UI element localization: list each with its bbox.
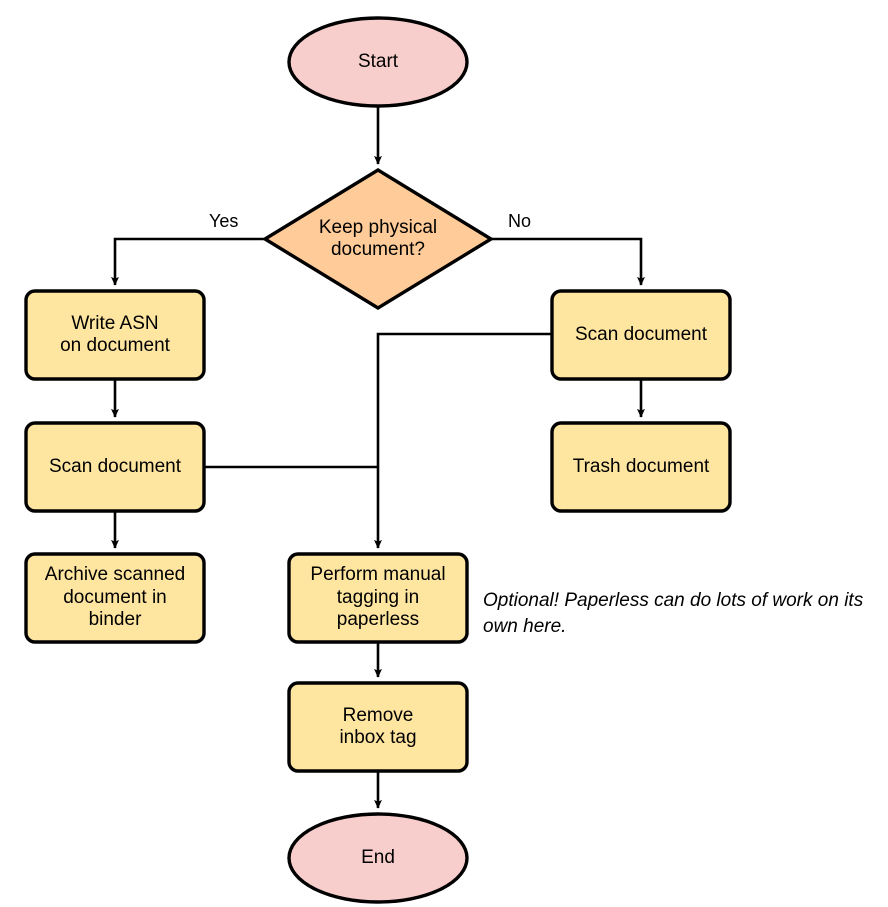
- optional-note: Optional! Paperless can do lots of work …: [483, 590, 864, 637]
- node-scan-document-right[interactable]: [550, 289, 732, 381]
- node-keep-physical-document[interactable]: [261, 168, 495, 310]
- node-write-asn[interactable]: [24, 289, 206, 381]
- edge-layer: [111, 106, 645, 809]
- edge-label-yes: Yes: [209, 211, 239, 231]
- edge-decision-to-write-asn: [111, 237, 265, 286]
- edge-decision-to-scan-right: [491, 237, 645, 286]
- edge-scan-right-to-tagging: [374, 332, 552, 549]
- node-trash-document[interactable]: [550, 421, 732, 513]
- node-layer: [24, 16, 732, 904]
- node-scan-document-left[interactable]: [24, 421, 206, 513]
- node-end[interactable]: [287, 812, 469, 904]
- edge-label-no: No: [508, 211, 532, 231]
- node-manual-tagging[interactable]: [287, 552, 469, 644]
- node-remove-inbox-tag[interactable]: [287, 681, 469, 773]
- node-start[interactable]: [287, 16, 469, 108]
- node-archive-binder[interactable]: [24, 552, 206, 644]
